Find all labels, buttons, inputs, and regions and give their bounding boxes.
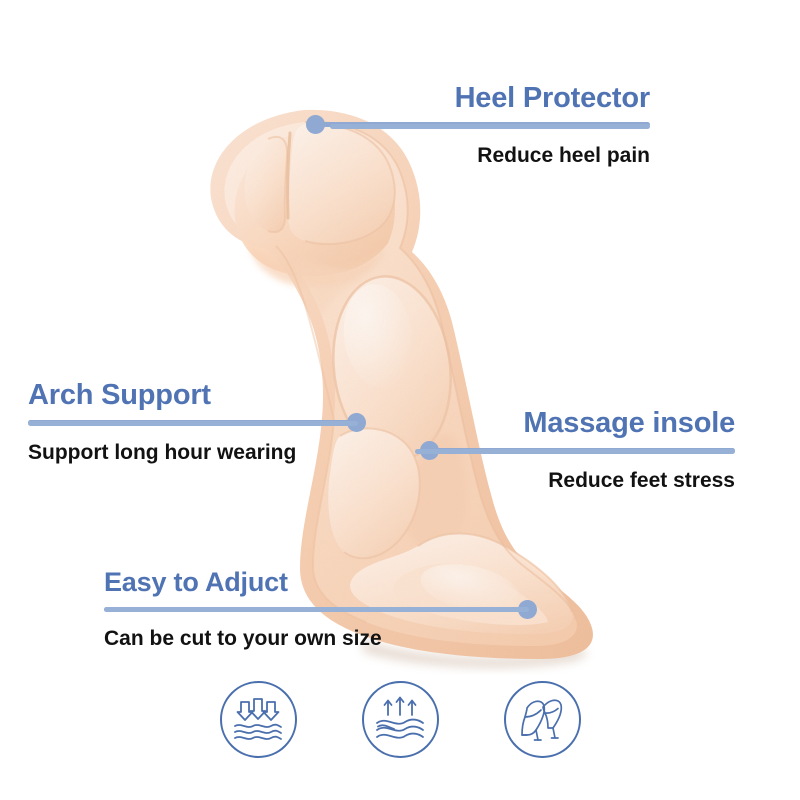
callout-subtitle-arch-support: Support long hour wearing (28, 441, 297, 464)
callout-massage-insole: Massage insole Reduce feet stress (415, 409, 735, 491)
high-heels-icon (521, 698, 563, 741)
callout-easy-to-adjust: Easy to Adjuct Can be cut to your own si… (104, 569, 529, 649)
insole-neck (286, 258, 362, 318)
callout-heel-protector: Heel Protector Reduce heel pain (330, 84, 650, 166)
callout-arch-support: Arch Support Support long hour wearing (28, 381, 358, 463)
callout-rule-heel-protector (330, 124, 650, 129)
callout-subtitle-heel-protector: Reduce heel pain (477, 144, 650, 167)
callout-title-massage-insole: Massage insole (523, 407, 735, 439)
callout-title-arch-support: Arch Support (28, 379, 211, 411)
feature-badge-row (0, 681, 800, 761)
callout-rule-massage-insole (415, 449, 735, 454)
up-arrows-waves-icon (376, 696, 424, 739)
callout-rule-easy-to-adjust (104, 607, 529, 612)
feature-badge-breathable (361, 681, 439, 758)
leader-dot-heel-protector (306, 115, 325, 134)
feature-badge-high-heels (503, 681, 581, 758)
callout-title-easy-to-adjust: Easy to Adjuct (104, 567, 288, 597)
down-arrows-waves-icon (234, 697, 282, 740)
callout-title-heel-protector: Heel Protector (454, 82, 651, 114)
heel-pillow-lobe (244, 136, 288, 233)
callout-rule-arch-support (28, 421, 358, 426)
callout-subtitle-massage-insole: Reduce feet stress (548, 469, 735, 492)
feature-badge-shock-absorption (219, 681, 297, 758)
callout-subtitle-easy-to-adjust: Can be cut to your own size (104, 627, 382, 650)
